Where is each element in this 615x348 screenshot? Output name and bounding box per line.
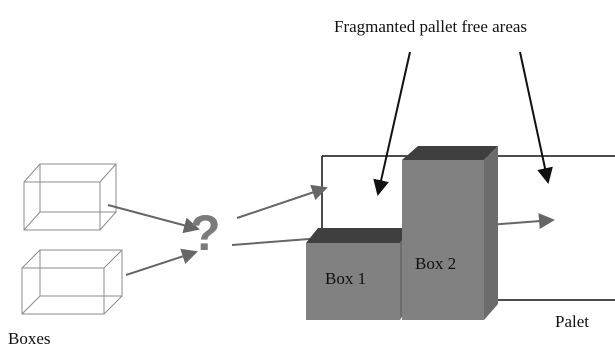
box-1-label: Box 1 <box>325 269 367 288</box>
box-2-label: Box 2 <box>415 254 457 273</box>
box-2 <box>402 146 498 320</box>
boxes-label: Boxes <box>8 329 51 348</box>
wireframe-box-bottom <box>21 249 123 315</box>
question-mark: ? <box>190 205 221 261</box>
palet-label: Palet <box>555 312 589 331</box>
wireframe-box-top <box>23 163 117 231</box>
annotation-label: Fragmanted pallet free areas <box>334 17 528 36</box>
annotation-arrows <box>373 51 553 196</box>
